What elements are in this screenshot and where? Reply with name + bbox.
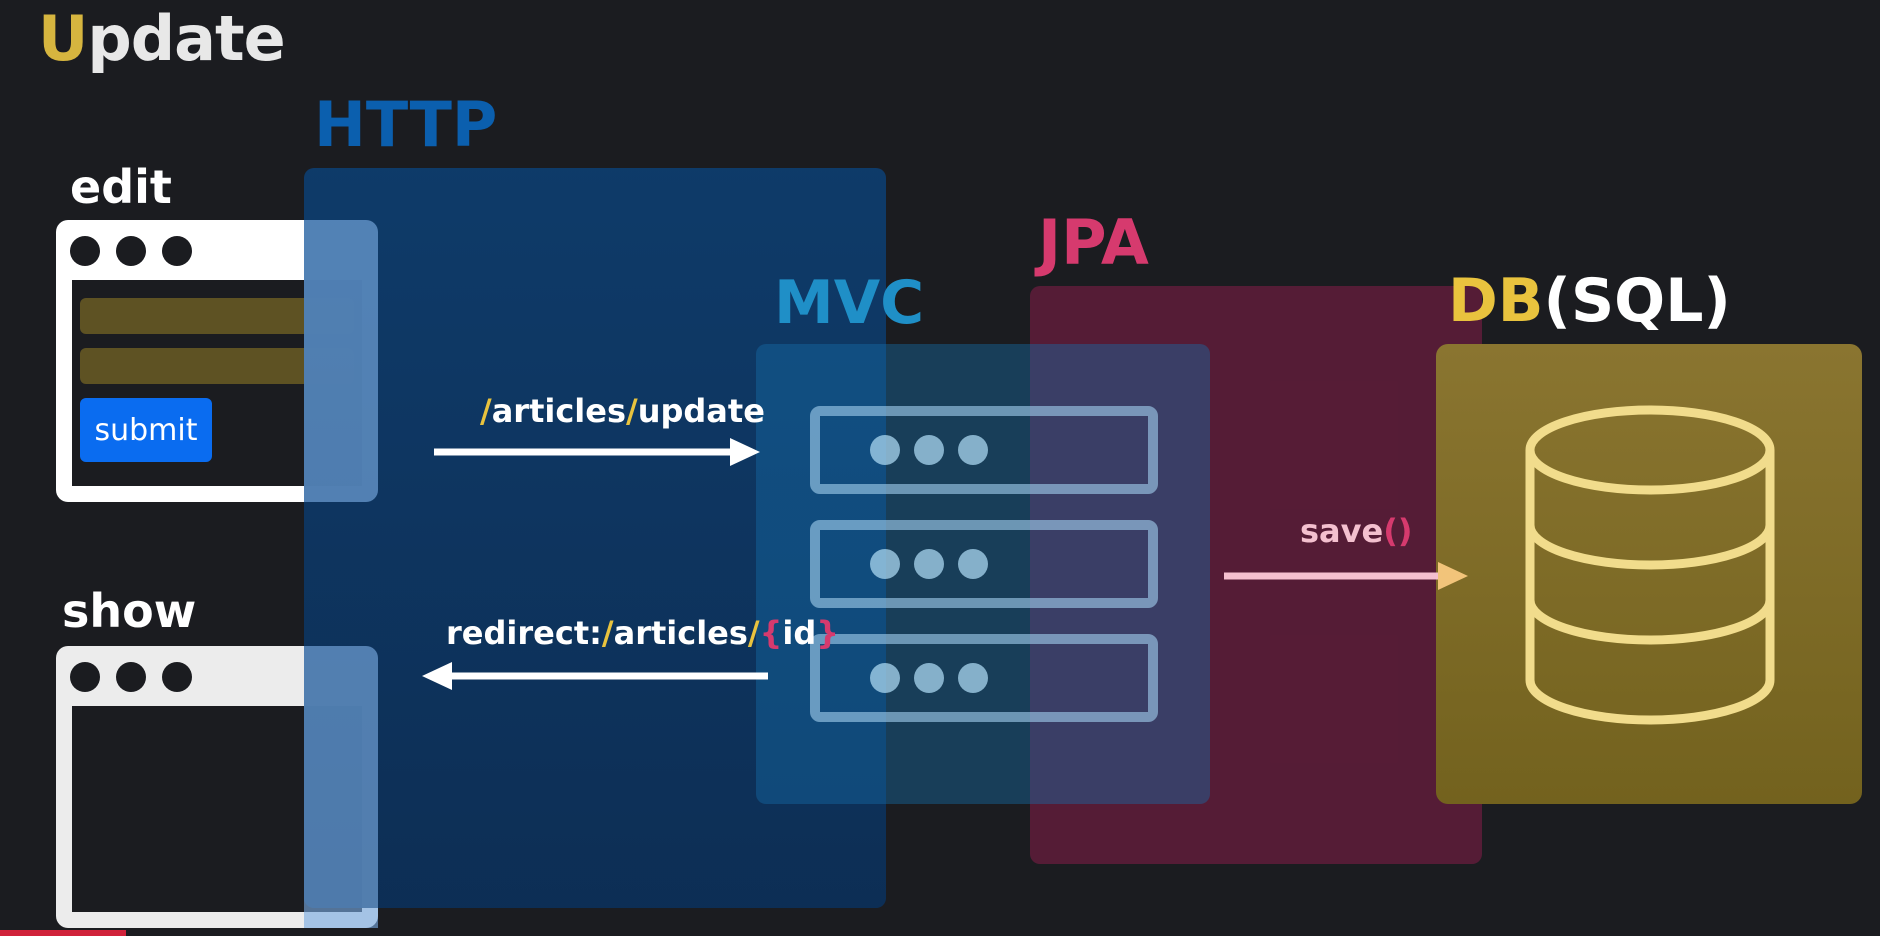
left-arrow-icon: [422, 662, 768, 690]
title-accent-letter: U: [38, 2, 88, 75]
submit-button[interactable]: submit: [80, 398, 212, 462]
url-slash: /: [747, 614, 760, 652]
server-rack-icon: [810, 634, 1158, 722]
request-url-label: /articles/update: [480, 392, 765, 430]
server-light-icon: [870, 435, 900, 465]
http-overlay-show: [304, 646, 378, 928]
url-brace: {: [759, 614, 783, 652]
url-slash: /: [480, 392, 492, 430]
server-light-icon: [914, 435, 944, 465]
mvc-label: MVC: [774, 268, 925, 338]
database-cylinder-icon: [1525, 405, 1775, 725]
http-layer-panel: [304, 168, 886, 908]
server-light-icon: [870, 663, 900, 693]
jpa-label: JPA: [1038, 206, 1149, 279]
url-slash: /: [626, 392, 638, 430]
window-dot-icon: [70, 662, 100, 692]
http-overlay-edit: [304, 220, 378, 502]
db-label-main: DB: [1448, 266, 1544, 336]
save-method-name: save: [1300, 512, 1384, 550]
server-light-icon: [958, 663, 988, 693]
server-light-icon: [958, 435, 988, 465]
progress-bar: [0, 930, 126, 936]
db-layer-panel: [1436, 344, 1862, 804]
url-segment: update: [637, 392, 765, 430]
window-dot-icon: [116, 662, 146, 692]
window-dot-icon: [70, 236, 100, 266]
save-arrow-icon: [1224, 562, 1468, 590]
server-light-icon: [870, 549, 900, 579]
window-dot-icon: [162, 662, 192, 692]
edit-label: edit: [70, 160, 172, 214]
url-param: id: [782, 614, 817, 652]
server-light-icon: [914, 549, 944, 579]
redirect-prefix: redirect:: [446, 614, 602, 652]
page-title: Update: [38, 2, 286, 75]
db-label: DB(SQL): [1448, 266, 1731, 336]
title-rest: pdate: [87, 2, 285, 75]
http-label: HTTP: [314, 88, 498, 161]
url-segment: articles: [491, 392, 627, 430]
redirect-url-label: redirect:/articles/{id}: [446, 614, 839, 652]
url-brace: }: [816, 614, 840, 652]
save-method-parens: (): [1383, 512, 1413, 550]
server-light-icon: [914, 663, 944, 693]
db-label-suffix: (SQL): [1543, 266, 1731, 336]
server-rack-icon: [810, 406, 1158, 494]
url-segment: articles: [613, 614, 748, 652]
window-dot-icon: [116, 236, 146, 266]
server-light-icon: [958, 549, 988, 579]
url-slash: /: [601, 614, 614, 652]
show-label: show: [62, 584, 197, 638]
save-method-label: save(): [1300, 512, 1412, 550]
window-dot-icon: [162, 236, 192, 266]
right-arrow-icon: [434, 438, 760, 466]
server-rack-icon: [810, 520, 1158, 608]
